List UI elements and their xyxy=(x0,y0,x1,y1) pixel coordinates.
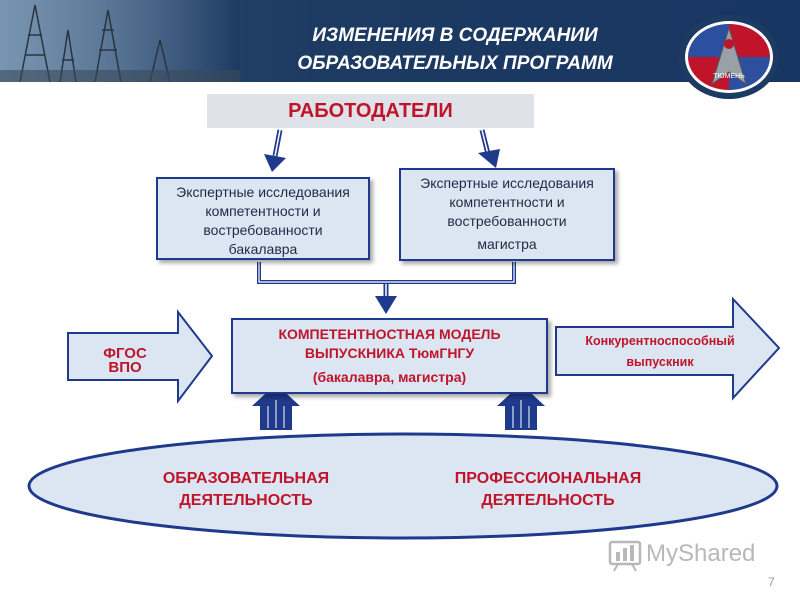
arrow-to-bachelor xyxy=(264,129,286,172)
arrow-to-model xyxy=(375,284,397,314)
title-line-2: ОБРАЗОВАТЕЛЬНЫХ ПРОГРАММ xyxy=(297,53,613,74)
logo-text: ТЮМЕНЬ xyxy=(713,73,745,80)
educational-activity-label: ОБРАЗОВАТЕЛЬНАЯ ДЕЯТЕЛЬНОСТЬ xyxy=(136,468,356,512)
graduate-label: Конкурентноспособный выпускник xyxy=(560,331,760,373)
graduate-line-2: выпускник xyxy=(626,355,694,369)
research-master-box: Экспертные исследования компетентности и… xyxy=(399,168,615,261)
oil-rig-photo xyxy=(0,0,240,82)
educational-line-2: ДЕЯТЕЛЬНОСТЬ xyxy=(179,492,313,509)
model-line-1: КОМПЕТЕНТНОСТНАЯ МОДЕЛЬ xyxy=(278,326,501,342)
watermark-icon xyxy=(608,540,642,572)
research-master-line-2: компетентности и xyxy=(449,194,565,210)
research-master-line-3: востребованности xyxy=(447,213,567,229)
competence-model-box: КОМПЕТЕНТНОСТНАЯ МОДЕЛЬ ВЫПУСКНИКА ТюмГН… xyxy=(231,318,548,394)
research-master-line-1: Экспертные исследования xyxy=(420,175,594,191)
research-bachelor-line-1: Экспертные исследования xyxy=(176,184,350,200)
university-logo: ТЮМЕНЬ xyxy=(679,15,779,99)
fgos-line-1: ФГОС xyxy=(103,345,147,362)
watermark-text: MyShared xyxy=(646,540,756,567)
model-line-2: ВЫПУСКНИКА ТюмГНГУ xyxy=(304,345,475,361)
arrow-to-master xyxy=(478,129,500,168)
fgos-label: ФГОС ВПО xyxy=(90,345,160,376)
research-master-line-4: магистра xyxy=(477,236,537,252)
professional-line-1: ПРОФЕССИОНАЛЬНАЯ xyxy=(454,470,642,487)
graduate-line-1: Конкурентноспособный xyxy=(585,334,735,348)
research-bachelor-line-2: компетентности и xyxy=(205,203,321,219)
slide-title: ИЗМЕНЕНИЯ В СОДЕРЖАНИИ ОБРАЗОВАТЕЛЬНЫХ П… xyxy=(255,22,655,78)
fgos-arrow xyxy=(67,309,214,404)
research-bachelor-line-3: востребованности xyxy=(203,222,323,238)
activities-ellipse xyxy=(27,432,779,540)
arrow-up-right xyxy=(497,384,545,430)
employers-box: РАБОТОДАТЕЛИ xyxy=(207,94,534,128)
model-line-3: (бакалавра, магистра) xyxy=(312,369,467,385)
graduate-arrow xyxy=(555,296,781,401)
bracket-connector xyxy=(257,262,516,284)
page-number: 7 xyxy=(768,575,775,589)
educational-line-1: ОБРАЗОВАТЕЛЬНАЯ xyxy=(162,470,330,487)
title-line-1: ИЗМЕНЕНИЯ В СОДЕРЖАНИИ xyxy=(312,25,598,46)
professional-line-2: ДЕЯТЕЛЬНОСТЬ xyxy=(481,492,615,509)
research-bachelor-box: Экспертные исследования компетентности и… xyxy=(156,177,370,260)
research-bachelor-line-4: бакалавра xyxy=(228,241,298,257)
professional-activity-label: ПРОФЕССИОНАЛЬНАЯ ДЕЯТЕЛЬНОСТЬ xyxy=(428,468,668,512)
fgos-line-2: ВПО xyxy=(108,359,142,376)
arrow-up-left xyxy=(252,384,300,430)
